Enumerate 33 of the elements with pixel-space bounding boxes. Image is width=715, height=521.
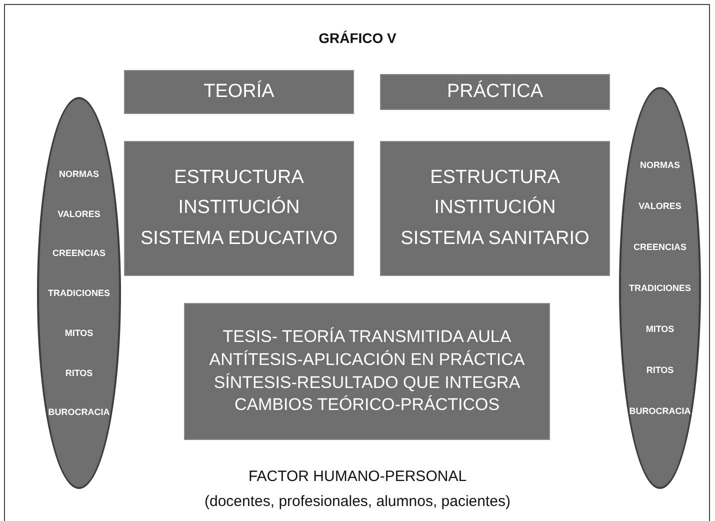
list-item: NORMAS <box>640 160 680 170</box>
list-item: TRADICIONES <box>628 283 691 293</box>
list-item: BUROCRACIA <box>48 407 110 418</box>
list-item: BUROCRACIA <box>629 406 691 416</box>
list-item: NORMAS <box>59 168 99 179</box>
heading-box <box>380 74 610 110</box>
list-item: RITOS <box>65 368 93 378</box>
list-item: MITOS <box>64 328 94 338</box>
caption-text: (docentes, profesionales, alumnos, pacientes) <box>204 493 510 510</box>
node-text: ESTRUCTURA <box>429 166 561 190</box>
heading-box <box>124 70 354 114</box>
list-item: TRADICIONES <box>48 288 110 298</box>
content-box <box>380 141 610 276</box>
list-item: VALORES <box>58 208 100 218</box>
node-text: INSTITUCIÓN <box>177 196 301 220</box>
node-text: SISTEMA SANITARIO <box>400 226 590 251</box>
node-text: ANTÍTESIS-APLICACIÓN EN PRÁCTICA <box>208 348 526 371</box>
list-item: MITOS <box>646 324 674 334</box>
node-text: SISTEMA EDUCATIVO <box>139 226 339 251</box>
title: GRÁFICO V <box>318 30 396 46</box>
caption-text: FACTOR HUMANO-PERSONAL <box>248 468 467 485</box>
node-text: PRÁCTICA <box>446 80 544 104</box>
list-item: CREENCIAS <box>633 242 686 252</box>
list-item: VALORES <box>638 201 682 211</box>
content-box <box>124 141 354 276</box>
node-text: ESTRUCTURA <box>173 166 305 190</box>
list-item: RITOS <box>646 365 674 375</box>
node-text: TESIS- TEORÍA TRANSMITIDA AULA <box>222 326 512 348</box>
node-text: TEORÍA <box>202 80 276 104</box>
content-box <box>184 303 550 440</box>
list-item: CREENCIAS <box>52 248 106 258</box>
node-text: INSTITUCIÓN <box>433 196 557 220</box>
node-text: SÍNTESIS-RESULTADO QUE INTEGRA CAMBIOS TEÓRICO-PRÁCTICOS <box>212 372 522 416</box>
